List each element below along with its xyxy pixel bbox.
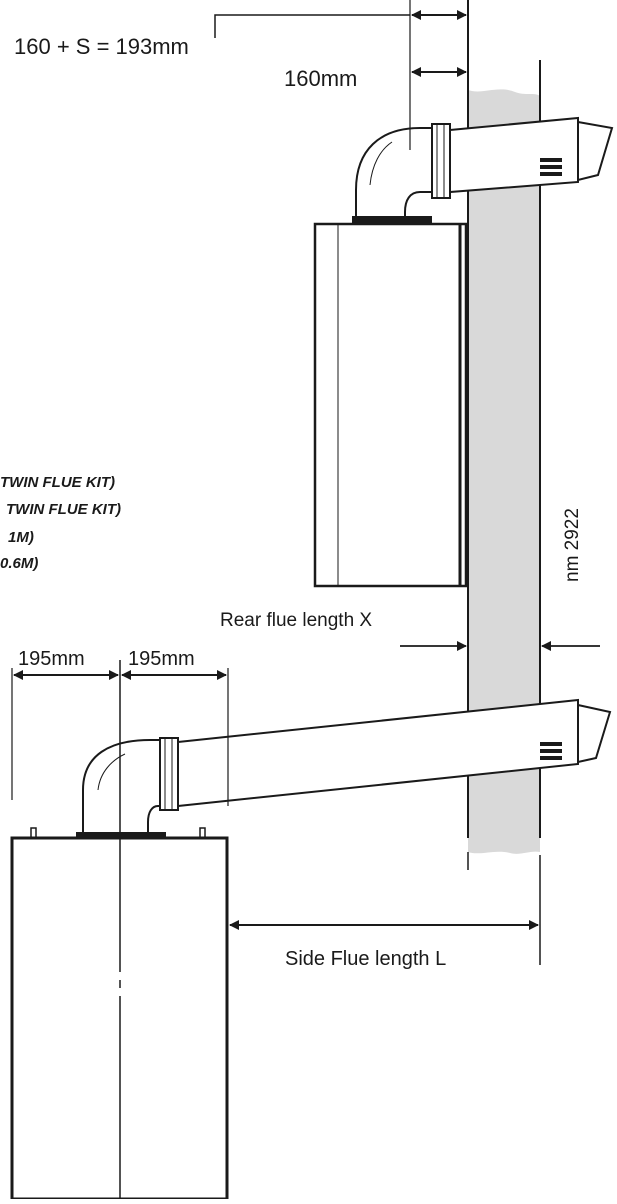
rear-depth-label: 160mm — [284, 66, 357, 91]
note-line-1: TWIN FLUE KIT) — [0, 474, 115, 491]
rear-boiler-body — [313, 216, 468, 588]
note-line-4: 0.6M) — [0, 555, 38, 572]
offset-leader-line — [214, 14, 410, 38]
side-right-dimension-label: 195mm — [128, 648, 195, 670]
side-left-dimension-label: 195mm — [18, 648, 85, 670]
wall-thickness-label: nm 2922 — [562, 508, 583, 582]
rear-flue-length-label: Rear flue length X — [220, 610, 372, 631]
upper-wall-section — [468, 89, 540, 711]
note-line-2: TWIN FLUE KIT) — [6, 501, 121, 518]
rear-offset-label: 160 + S = 193mm — [14, 34, 189, 59]
note-line-3: 1M) — [8, 529, 34, 546]
side-flue-length-label: Side Flue length L — [285, 948, 446, 970]
rear-flue-assembly — [355, 116, 614, 218]
side-flue-assembly — [82, 698, 612, 838]
